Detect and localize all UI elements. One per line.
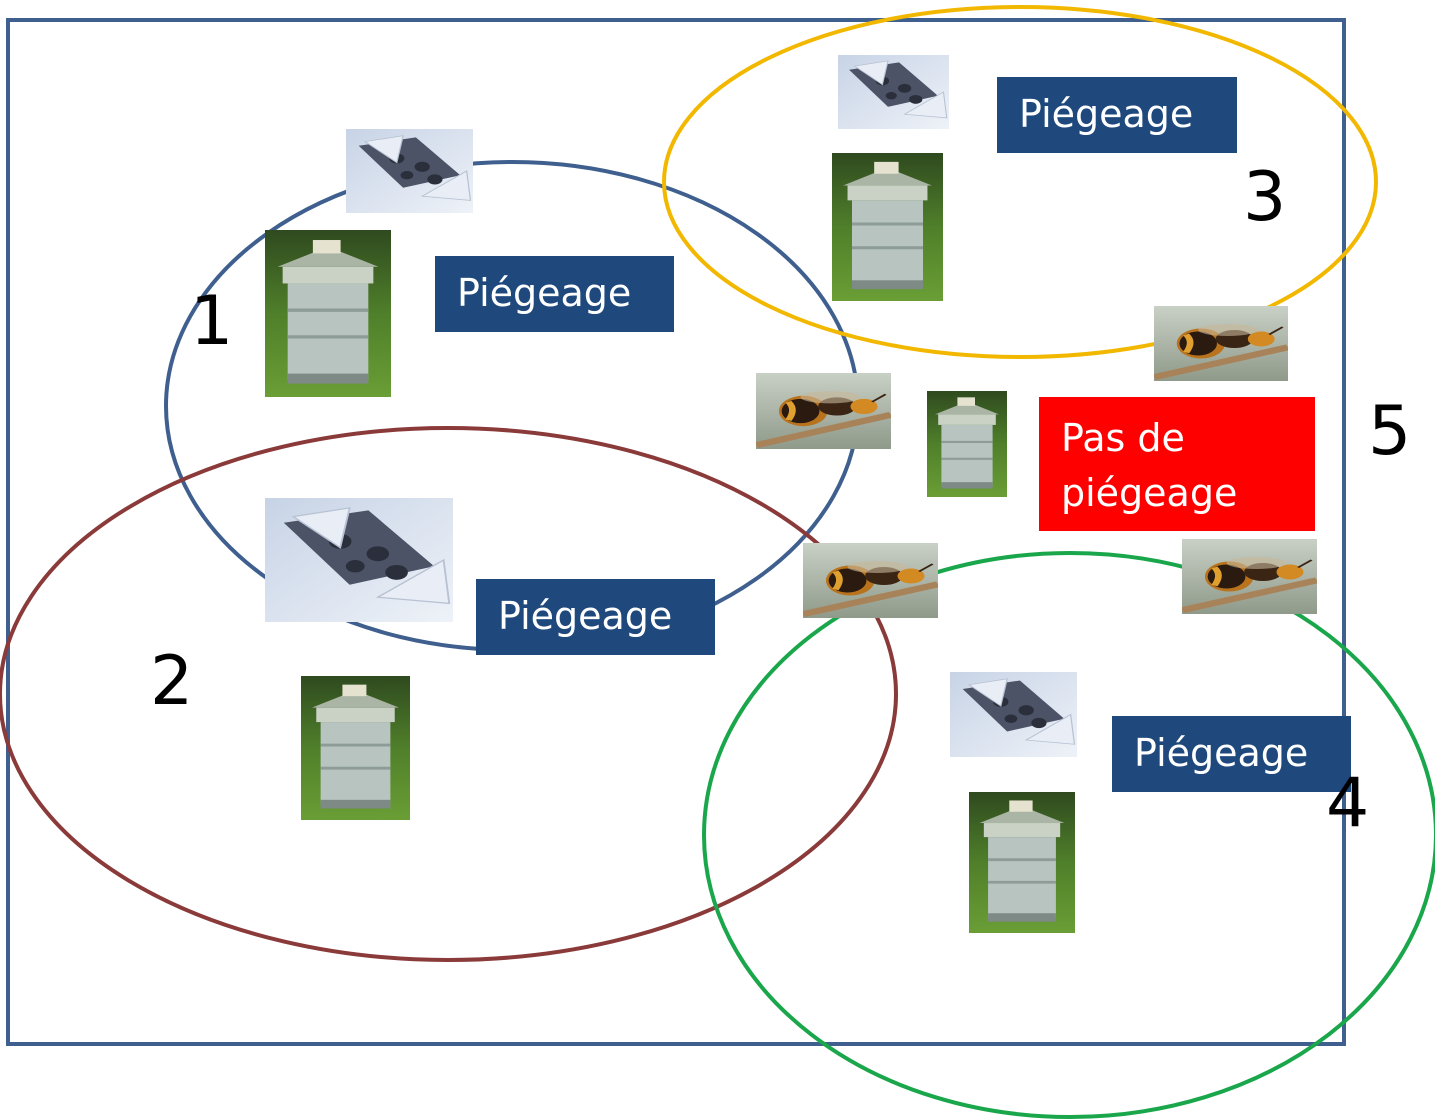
beehive-photo — [927, 391, 1007, 497]
zone-4-ellipse — [702, 551, 1435, 1119]
zone-2-number: 2 — [150, 642, 194, 721]
trap-photo — [346, 129, 473, 213]
hornet-photo — [1182, 539, 1317, 614]
outer-frame — [6, 18, 1346, 1046]
zone-1-number: 1 — [190, 282, 234, 361]
trap-photo — [265, 498, 453, 622]
beehive-photo — [301, 676, 410, 820]
zone-1-label: Piégeage — [435, 256, 674, 332]
zone-2-label: Piégeage — [476, 579, 715, 655]
zone-4-number: 4 — [1326, 764, 1370, 843]
zone-4-label: Piégeage — [1112, 716, 1351, 792]
beehive-photo — [969, 792, 1075, 933]
hornet-photo — [756, 373, 891, 449]
zone-5-number: 5 — [1368, 392, 1412, 471]
trap-photo — [950, 672, 1077, 757]
trap-photo — [838, 55, 949, 129]
zone-2-ellipse — [0, 426, 898, 962]
no-trapping-label-line1: Pas de — [1061, 416, 1185, 460]
no-trapping-label-line2: piégeage — [1061, 471, 1238, 516]
hornet-photo — [803, 543, 938, 618]
hornet-photo — [1154, 306, 1288, 381]
no-trapping-label: Pas de piégeage — [1039, 397, 1315, 531]
beehive-photo — [265, 230, 391, 397]
zone-3-label: Piégeage — [997, 77, 1237, 153]
zone-3-ellipse — [662, 5, 1378, 359]
zone-3-number: 3 — [1243, 158, 1287, 237]
beehive-photo — [832, 153, 943, 301]
